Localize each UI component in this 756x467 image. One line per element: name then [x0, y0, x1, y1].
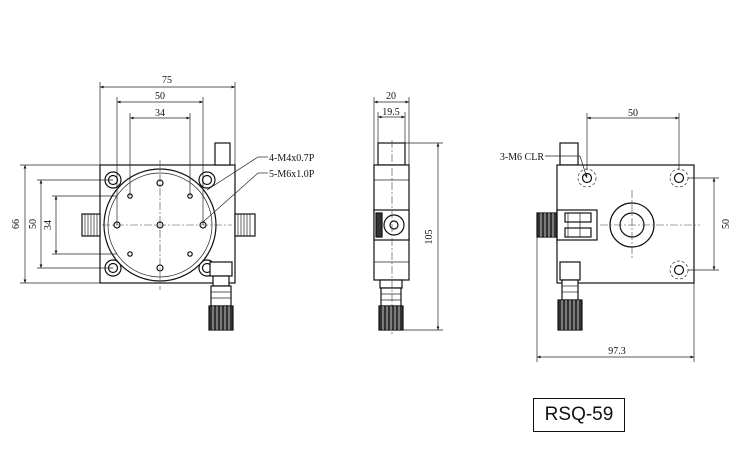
leader-m6-clr [579, 155, 588, 179]
dim-back-50-top: 50 [628, 108, 638, 119]
dim-105: 105 [424, 230, 435, 245]
note-m4-thread: 4-M4x0.7P [269, 153, 315, 164]
back-top-lug [559, 142, 579, 166]
dim-34-left: 34 [43, 220, 54, 230]
dim-50-left: 50 [28, 219, 39, 229]
back-micrometer [557, 261, 583, 331]
dim-50-top: 50 [155, 91, 165, 102]
dim-20: 20 [386, 91, 396, 102]
front-micrometer [208, 261, 234, 331]
leader-m6 [202, 172, 259, 223]
note-m6-clearance: 3-M6 CLR [500, 152, 545, 163]
dim-66: 66 [11, 219, 22, 229]
side-lock-knob [373, 209, 410, 241]
back-view: 50 50 97.3 3-M6 CLR [500, 108, 732, 362]
front-top-lug [214, 142, 231, 166]
front-right-lock-knob [234, 213, 256, 237]
side-micrometer [378, 279, 404, 331]
dim-back-50-right: 50 [721, 219, 732, 229]
dim-19-5: 19.5 [382, 107, 400, 118]
note-m6-thread: 5-M6x1.0P [269, 169, 315, 180]
back-lock-knob [536, 212, 558, 238]
dim-34-top: 34 [155, 108, 165, 119]
front-left-lock-knob [81, 213, 101, 237]
back-lock-mechanism [556, 209, 598, 241]
dim-97-3: 97.3 [608, 346, 626, 357]
model-label: RSQ-59 [533, 398, 625, 432]
side-view: 20 19.5 105 [373, 91, 443, 335]
dim-75: 75 [162, 75, 172, 86]
side-top-lug [377, 142, 406, 166]
front-view: 75 50 34 66 50 34 4-M4x0.7P 5-M6x1.0P [11, 75, 315, 331]
leader-m4 [206, 156, 259, 191]
